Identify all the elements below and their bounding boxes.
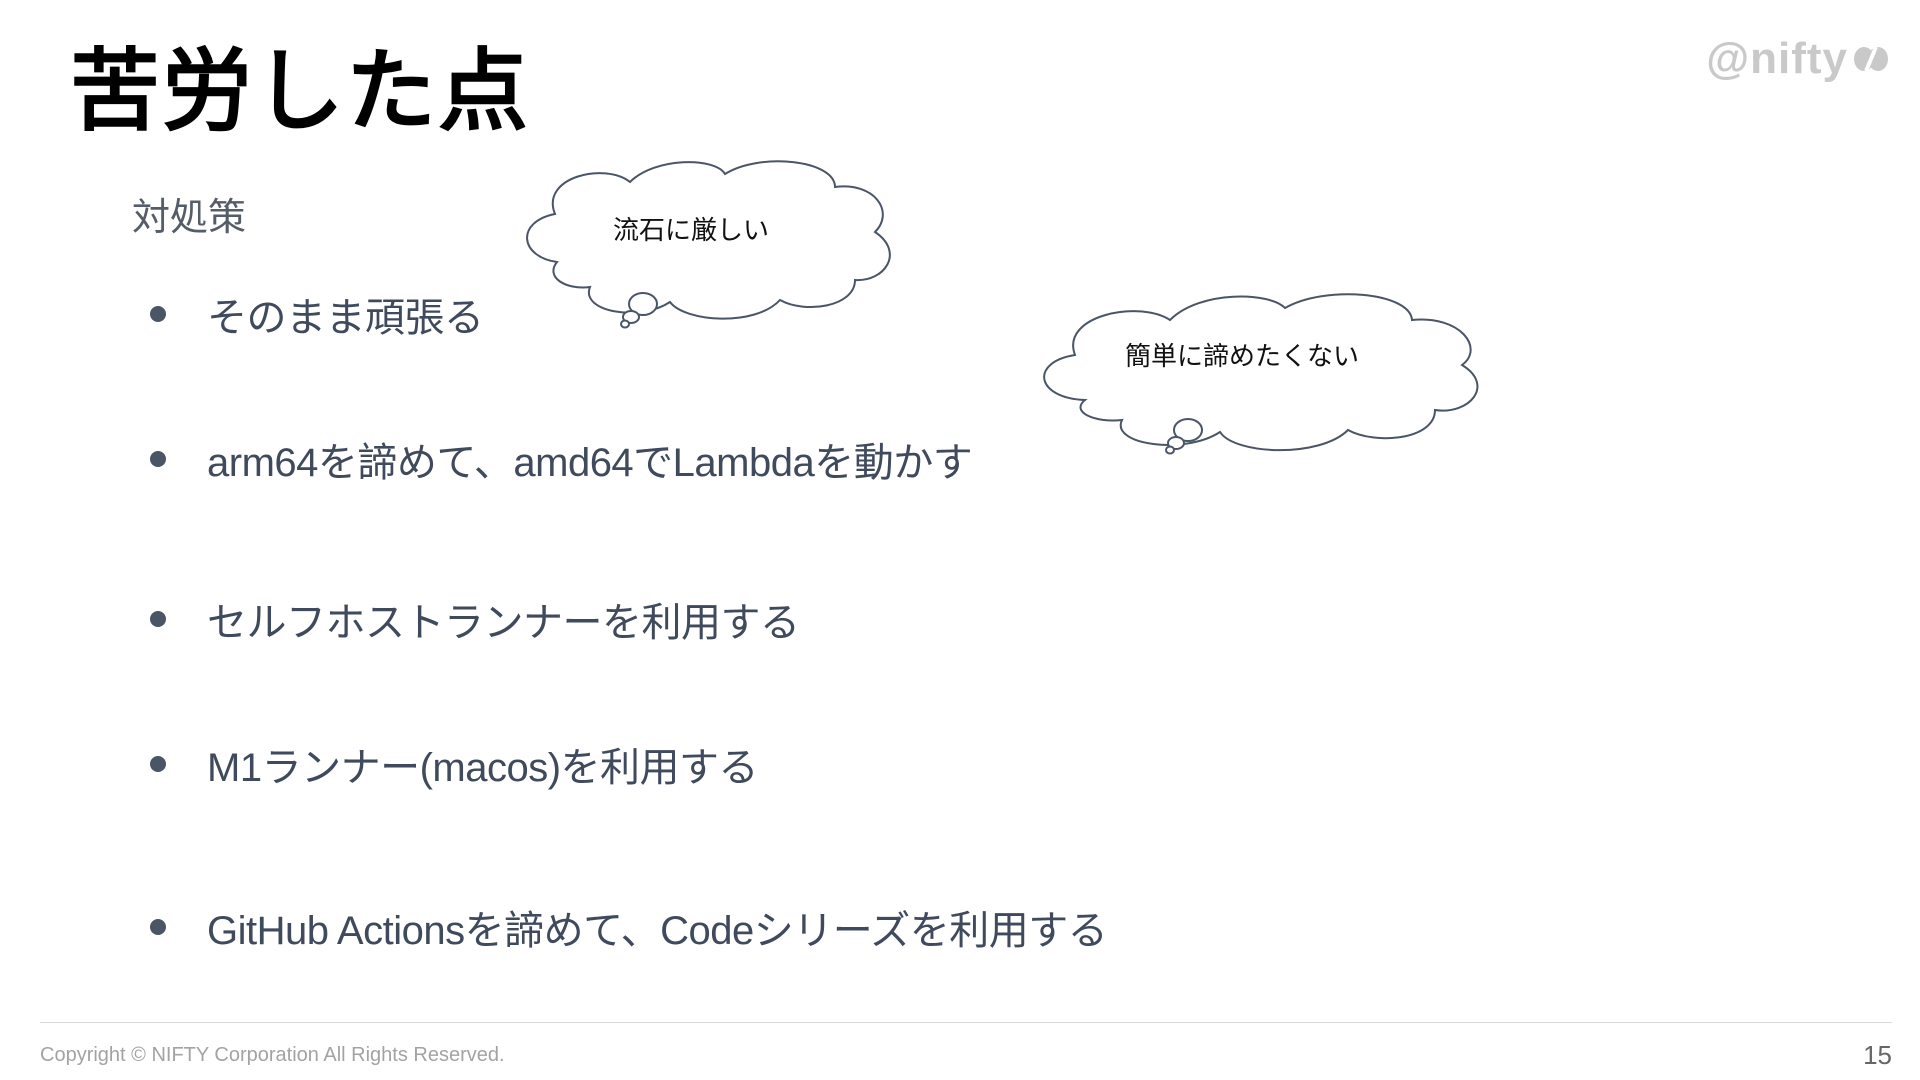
bullet-text: セルフホストランナーを利用する xyxy=(207,601,800,645)
thought-bubble-1: 流石に厳しい xyxy=(515,152,905,332)
page-number: 15 xyxy=(1863,1040,1892,1070)
nifty-logo-mark-icon xyxy=(1852,44,1890,74)
list-item: そのまま頑張る xyxy=(150,285,484,343)
bullet-dot-icon xyxy=(150,919,166,935)
bullet-dot-icon xyxy=(150,451,166,467)
bullet-text: arm64を諦めて、amd64でLambdaを動かす xyxy=(207,441,973,485)
slide-title: 苦労した点 xyxy=(70,39,530,144)
bullet-text: GitHub Actionsを諦めて、Codeシリーズを利用する xyxy=(207,909,1108,953)
copyright-text: Copyright © NIFTY Corporation All Rights… xyxy=(40,1044,505,1066)
bullet-dot-icon xyxy=(150,306,166,322)
bullet-text: そのまま頑張る xyxy=(207,296,484,340)
bullet-text: M1ランナー(macos)を利用する xyxy=(207,746,759,790)
list-item: GitHub Actionsを諦めて、Codeシリーズを利用する xyxy=(150,898,1108,956)
thought-bubble-text: 簡単に諦めたくない xyxy=(1125,342,1360,372)
list-item: M1ランナー(macos)を利用する xyxy=(150,735,759,793)
thought-bubble-text: 流石に厳しい xyxy=(613,216,770,246)
thought-cloud-shape xyxy=(1043,293,1479,455)
bullet-dot-icon xyxy=(150,611,166,627)
list-item: セルフホストランナーを利用する xyxy=(150,590,800,648)
thought-bubble-2: 簡単に諦めたくない xyxy=(1030,280,1500,460)
footer-divider xyxy=(40,1022,1892,1023)
list-item: arm64を諦めて、amd64でLambdaを動かす xyxy=(150,430,973,488)
nifty-logo: @nifty xyxy=(1706,34,1890,84)
subheading: 対処策 xyxy=(132,195,247,239)
logo-text: @nifty xyxy=(1706,34,1848,83)
bullet-dot-icon xyxy=(150,756,166,772)
thought-cloud-shape xyxy=(526,160,891,329)
